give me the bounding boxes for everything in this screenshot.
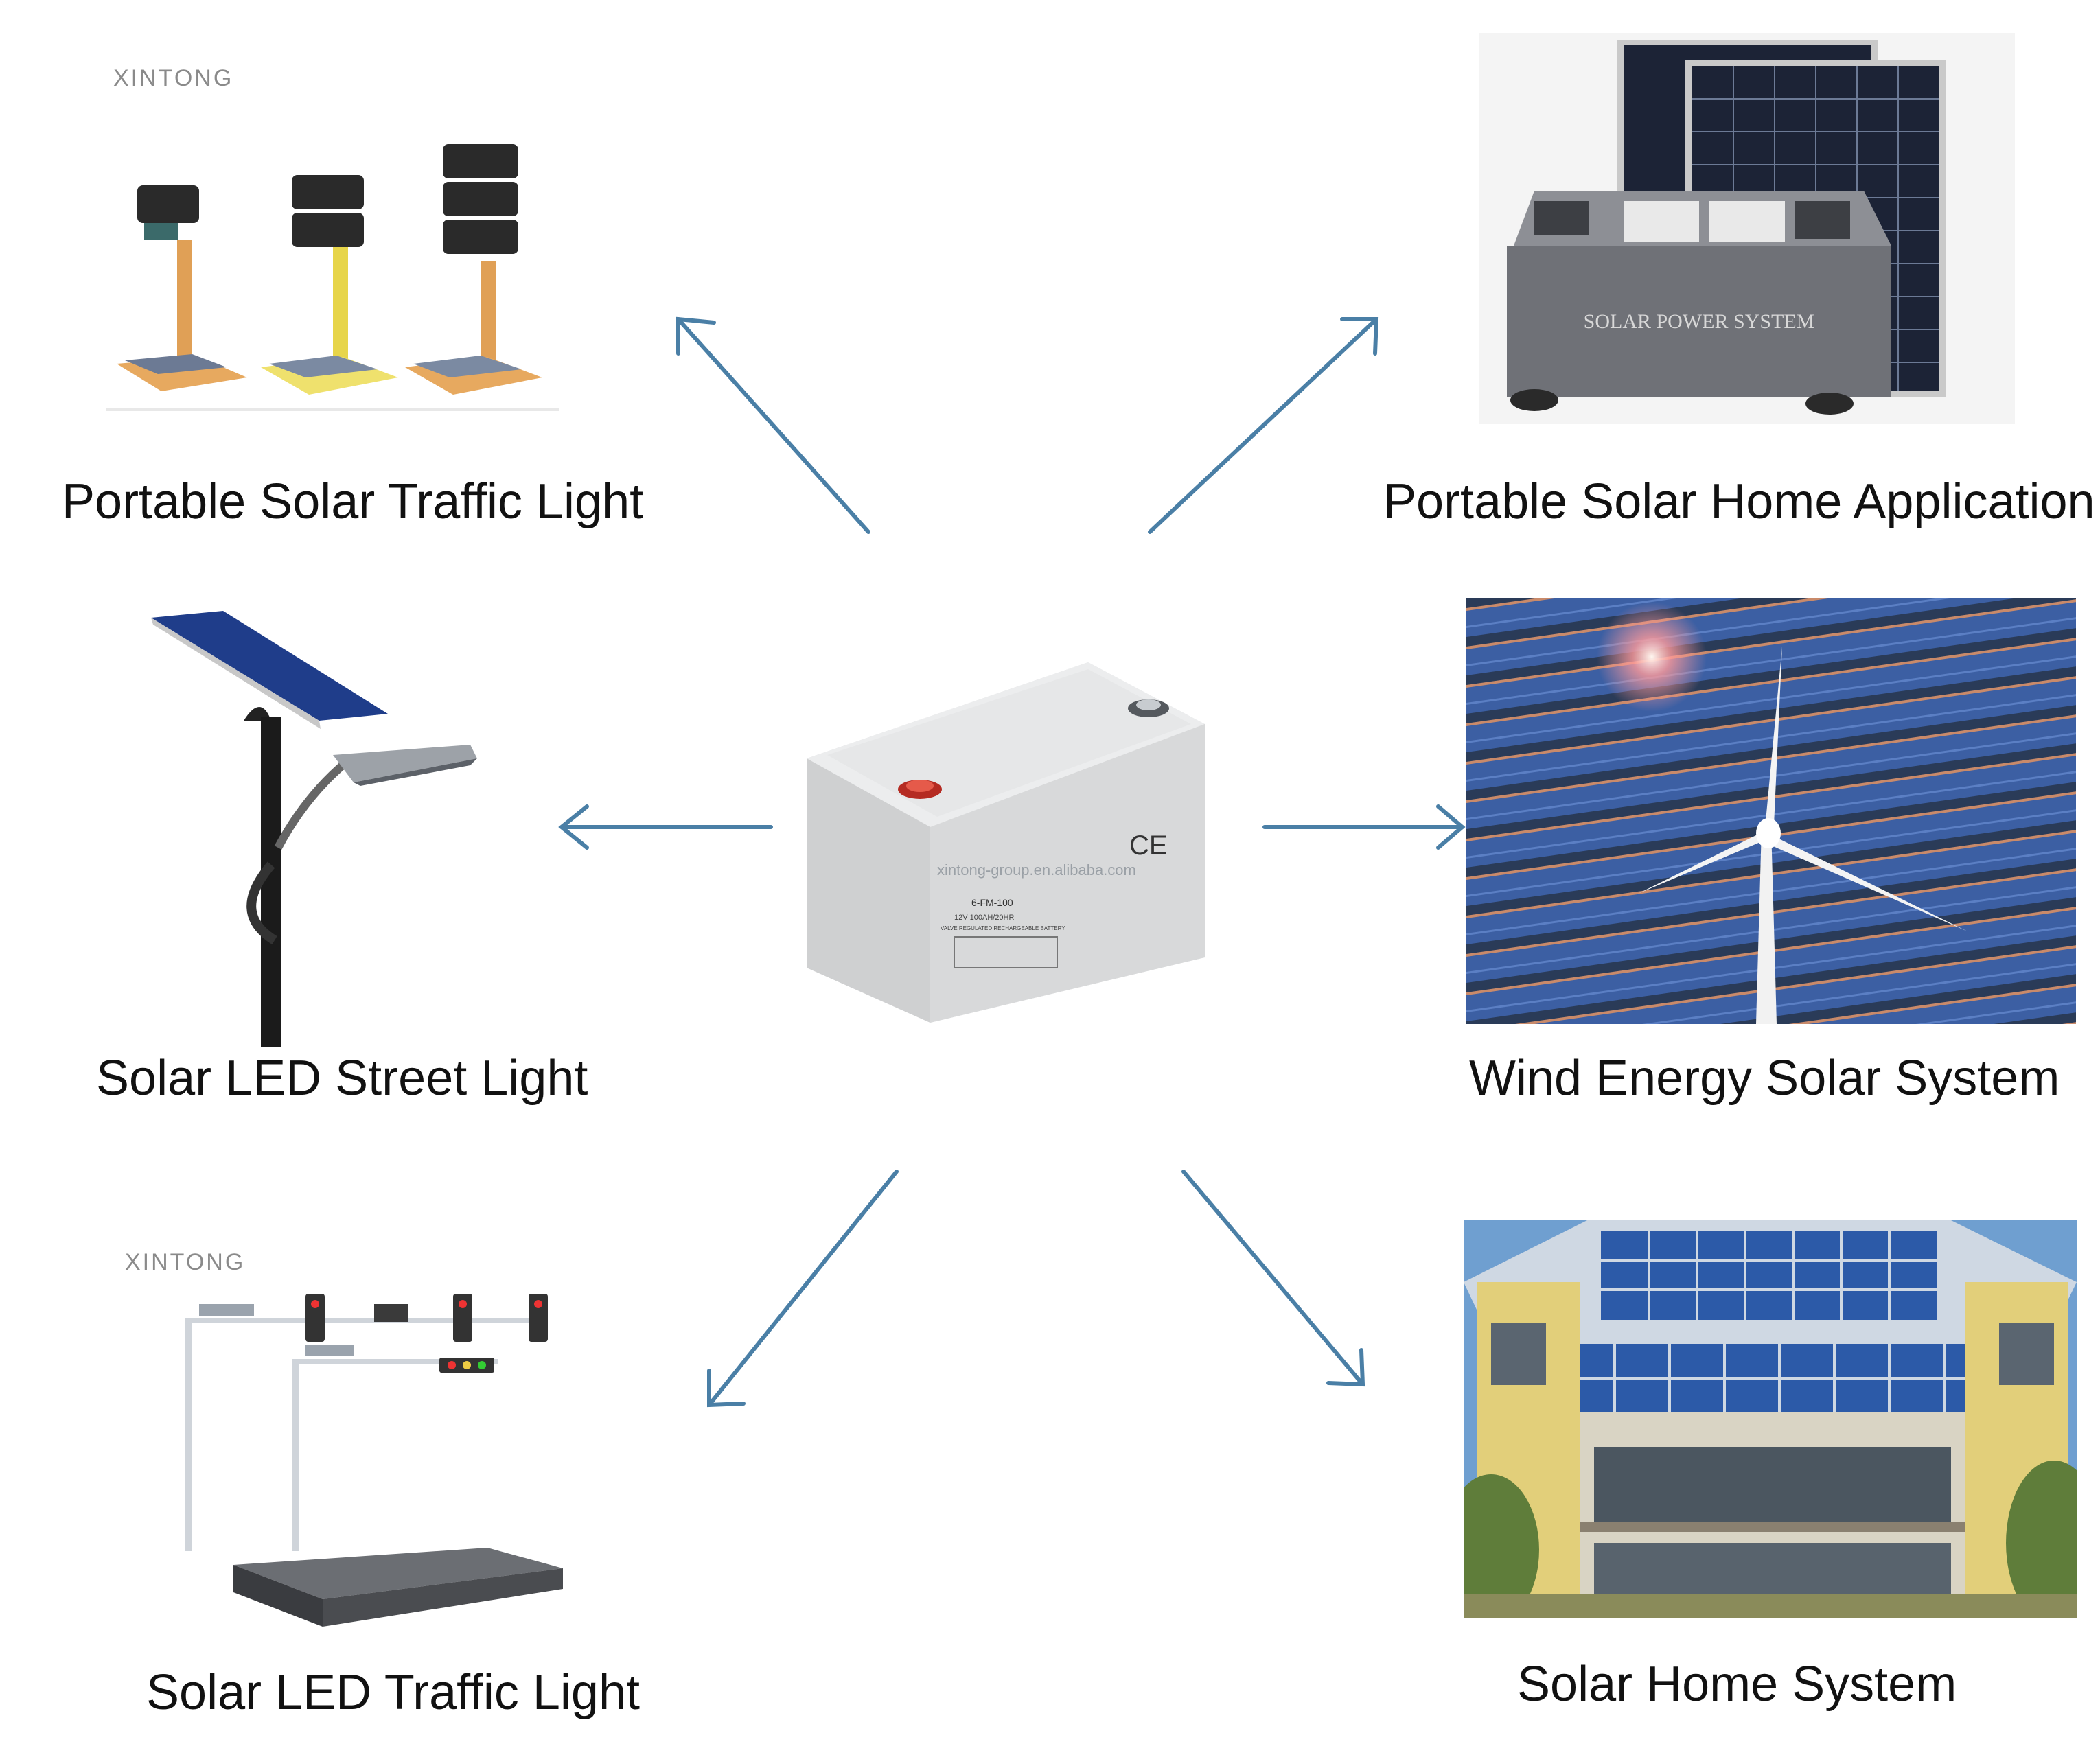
power-station-box (1507, 191, 1891, 415)
power-station-text: SOLAR POWER SYSTEM (1584, 310, 1815, 333)
pole-curve (246, 861, 277, 944)
label-portable-solar-home-application: Portable Solar Home Application (1383, 474, 2095, 529)
brand-mark-top: XINTONG (113, 65, 234, 91)
house-roof-panels (1464, 1220, 2077, 1412)
arrowhead-top-left (676, 316, 716, 356)
led-lamp-head (333, 745, 477, 786)
watermark-text: xintong-group.en.alibaba.com (937, 861, 1136, 879)
battery-spec: 12V 100AH/20HR (954, 914, 1014, 922)
battery-ce-mark: CE (1129, 830, 1168, 861)
solar-traffic-controller (233, 1548, 563, 1627)
label-solar-home-system: Solar Home System (1517, 1657, 1957, 1712)
solar-home-system-image (1464, 1220, 2077, 1618)
portable-solar-home-application-image: SOLAR POWER SYSTEM (1479, 33, 2015, 424)
arrowhead-mid-right (1436, 804, 1466, 850)
traffic-unit-orange (117, 185, 247, 391)
arrow-top-left (676, 317, 870, 534)
arrow-top-right (1148, 317, 1378, 534)
label-wind-energy-solar-system: Wind Energy Solar System (1469, 1051, 2060, 1106)
traffic-pole-left (185, 1294, 548, 1551)
arrowhead-bottom-right (1326, 1348, 1365, 1387)
battery-type: VALVE REGULATED RECHARGEABLE BATTERY (941, 925, 1065, 931)
arrowhead-top-right (1340, 317, 1379, 356)
battery-model: 6-FM-100 (971, 897, 1013, 908)
solar-led-street-light-image (151, 611, 477, 1047)
arrowhead-mid-left (558, 804, 589, 850)
label-solar-led-traffic-light: Solar LED Traffic Light (146, 1665, 641, 1720)
wind-energy-solar-system-image (1466, 598, 2076, 1024)
portable-solar-traffic-light-image (106, 144, 559, 411)
wind-turbine (1638, 647, 1968, 1024)
arrow-bottom-right (1181, 1170, 1365, 1386)
traffic-pole-right (292, 1345, 498, 1551)
arrow-bottom-left (707, 1170, 899, 1407)
garden-trees (1464, 1461, 2077, 1618)
solar-led-traffic-light-image (185, 1294, 563, 1627)
battery-terminal-negative (1128, 699, 1169, 717)
traffic-unit-yellow (261, 175, 398, 395)
sun-glare (1597, 602, 1707, 712)
label-portable-solar-traffic-light: Portable Solar Traffic Light (62, 474, 644, 529)
street-light-panel (151, 611, 388, 729)
battery-spec-table (954, 936, 1058, 968)
arrowhead-bottom-left (707, 1369, 746, 1408)
traffic-unit-tall (405, 144, 542, 395)
battery-image: CE 6-FM-100 12V 100AH/20HR VALVE REGULAT… (807, 662, 1205, 1023)
brand-mark-bottom: XINTONG (125, 1249, 246, 1275)
battery-terminal-positive (898, 780, 942, 799)
label-solar-led-street-light: Solar LED Street Light (96, 1051, 588, 1106)
